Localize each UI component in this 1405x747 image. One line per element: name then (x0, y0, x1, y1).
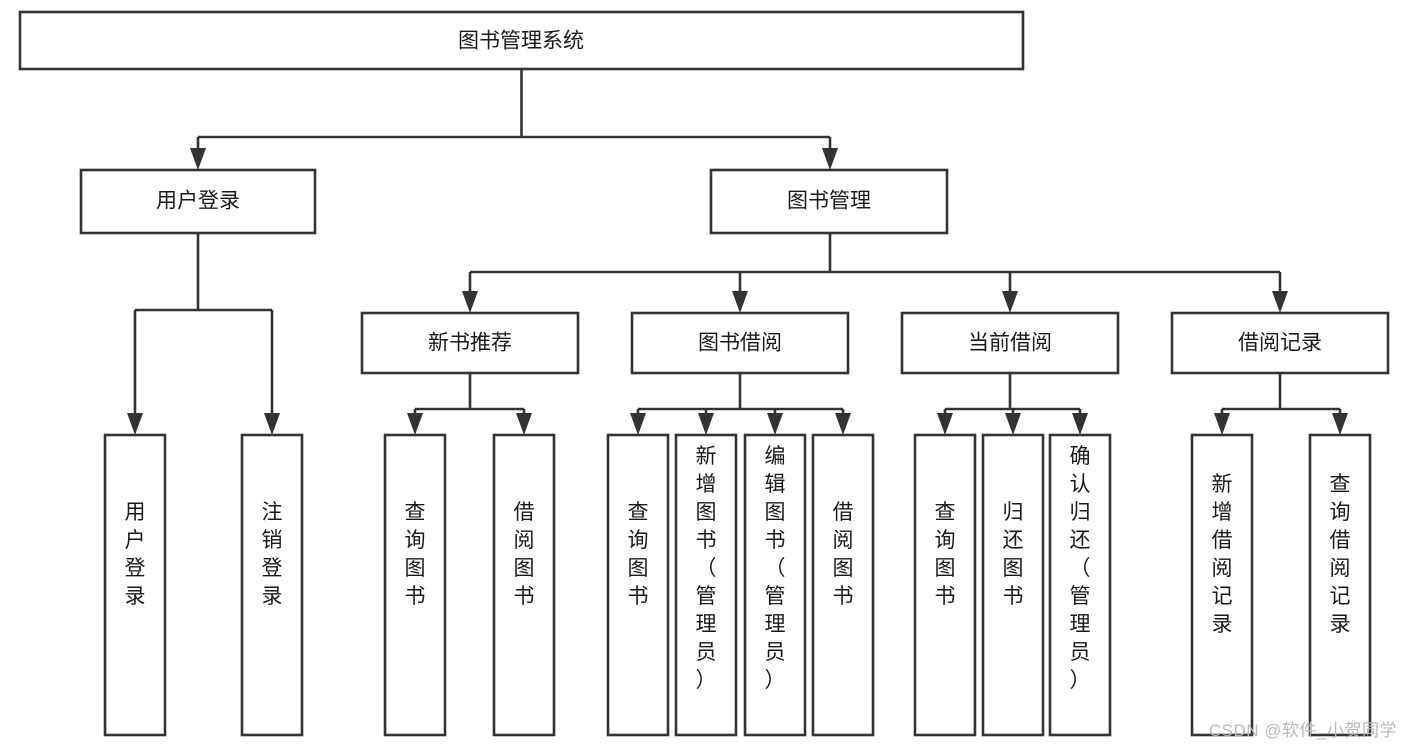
node-label-new-book-recommend: 新书推荐 (428, 332, 512, 355)
csdn-watermark: CSDN @软件_小贺同学 (1208, 721, 1397, 740)
node-label-leaf-query-book-3: 查询图书 (935, 501, 956, 608)
node-borrow-record[interactable]: 借阅记录 (1170, 311, 1390, 375)
arrow-head-leaf-add-record (1214, 413, 1230, 435)
node-box-current-borrow[interactable] (900, 311, 1120, 375)
node-leaf-add-record[interactable]: 新增借阅记录 (1190, 433, 1254, 737)
node-label-borrow-record: 借阅记录 (1238, 332, 1322, 355)
arrow-head-leaf-query-record (1332, 413, 1348, 435)
node-box-borrow-record[interactable] (1170, 311, 1390, 375)
node-label-leaf-edit-book: 编辑图书（管理员） (765, 445, 786, 692)
node-box-new-book-recommend[interactable] (360, 311, 580, 375)
arrow-head-user-login (190, 148, 206, 170)
arrow-head-leaf-borrow-book-2 (835, 413, 851, 435)
node-box-leaf-confirm-return[interactable] (1048, 433, 1112, 737)
node-label-book-borrow: 图书借阅 (698, 332, 782, 355)
connector-group-newbook-to-leaves (407, 373, 532, 435)
arrow-head-leaf-confirm-return (1072, 413, 1088, 435)
node-leaf-return-book[interactable]: 归还图书 (981, 433, 1045, 737)
node-label-leaf-borrow-book-2: 借阅图书 (833, 501, 854, 608)
node-label-leaf-borrow-book-1: 借阅图书 (514, 501, 535, 608)
arrow-head-borrow-record (1272, 291, 1288, 313)
node-label-leaf-add-book: 新增图书（管理员） (696, 445, 717, 692)
node-leaf-edit-book[interactable]: 编辑图书（管理员） (743, 433, 807, 737)
node-leaf-borrow-book-1[interactable]: 借阅图书 (492, 433, 556, 737)
node-book-management[interactable]: 图书管理 (709, 168, 949, 235)
node-box-book-borrow[interactable] (630, 311, 850, 375)
node-leaf-logout-login[interactable]: 注销登录 (240, 433, 304, 737)
arrow-head-leaf-edit-book (767, 413, 783, 435)
node-leaf-add-book[interactable]: 新增图书（管理员） (674, 433, 738, 737)
node-label-leaf-add-record: 新增借阅记录 (1212, 473, 1233, 636)
node-label-leaf-query-record: 查询借阅记录 (1330, 473, 1351, 636)
connector-group-userlogin-to-leaves (127, 233, 280, 435)
node-box-leaf-query-book-3[interactable] (913, 433, 977, 737)
arrow-head-leaf-query-book-3 (937, 413, 953, 435)
node-label-root: 图书管理系统 (458, 30, 584, 53)
connector-group-bookmgmt-to-level3 (462, 233, 1288, 313)
node-label-current-borrow: 当前借阅 (968, 332, 1052, 355)
arrow-head-leaf-query-book-1 (407, 413, 423, 435)
arrow-head-leaf-query-book-2 (630, 413, 646, 435)
node-label-leaf-query-book-1: 查询图书 (405, 501, 426, 608)
node-box-leaf-query-record[interactable] (1308, 433, 1372, 737)
arrow-head-book-borrow (732, 291, 748, 313)
node-leaf-user-login[interactable]: 用户登录 (103, 433, 167, 737)
node-label-leaf-return-book: 归还图书 (1003, 501, 1024, 608)
connector-group-root-to-level2 (190, 69, 838, 170)
connector-group-borrowrecord-to-leaves (1214, 373, 1348, 435)
node-box-book-management[interactable] (709, 168, 949, 235)
node-root-book-management-system[interactable]: 图书管理系统 (18, 10, 1025, 71)
node-leaf-query-book-3[interactable]: 查询图书 (913, 433, 977, 737)
node-label-leaf-logout-login: 注销登录 (262, 501, 283, 608)
node-box-leaf-user-login[interactable] (103, 433, 167, 737)
node-leaf-confirm-return[interactable]: 确认归还（管理员） (1048, 433, 1112, 737)
arrow-head-new-book-recommend (462, 291, 478, 313)
node-box-leaf-borrow-book-2[interactable] (811, 433, 875, 737)
node-leaf-query-book-1[interactable]: 查询图书 (383, 433, 447, 737)
arrow-head-leaf-logout-login (264, 413, 280, 435)
node-box-leaf-query-book-2[interactable] (606, 433, 670, 737)
node-label-user-login: 用户登录 (156, 190, 240, 213)
connector-group-currentborrow-to-leaves (937, 373, 1088, 435)
node-label-leaf-user-login: 用户登录 (125, 501, 146, 608)
node-label-leaf-query-book-2: 查询图书 (628, 501, 649, 608)
arrow-head-book-management (822, 148, 838, 170)
node-leaf-query-record[interactable]: 查询借阅记录 (1308, 433, 1372, 737)
arrow-head-leaf-borrow-book-1 (516, 413, 532, 435)
node-box-leaf-edit-book[interactable] (743, 433, 807, 737)
node-label-book-management: 图书管理 (787, 190, 871, 213)
arrow-head-leaf-return-book (1005, 413, 1021, 435)
node-box-leaf-borrow-book-1[interactable] (492, 433, 556, 737)
arrow-head-leaf-add-book (698, 413, 714, 435)
node-user-login[interactable]: 用户登录 (79, 168, 317, 235)
node-box-leaf-add-book[interactable] (674, 433, 738, 737)
node-box-leaf-return-book[interactable] (981, 433, 1045, 737)
node-box-leaf-query-book-1[interactable] (383, 433, 447, 737)
arrow-head-leaf-user-login (127, 413, 143, 435)
node-current-borrow[interactable]: 当前借阅 (900, 311, 1120, 375)
node-book-borrow[interactable]: 图书借阅 (630, 311, 850, 375)
arrow-head-current-borrow (1002, 291, 1018, 313)
node-box-leaf-add-record[interactable] (1190, 433, 1254, 737)
node-box-user-login[interactable] (79, 168, 317, 235)
connector-group-bookborrow-to-leaves (630, 373, 851, 435)
node-label-leaf-confirm-return: 确认归还（管理员） (1070, 445, 1091, 692)
node-leaf-borrow-book-2[interactable]: 借阅图书 (811, 433, 875, 737)
node-box-root[interactable] (18, 10, 1025, 71)
node-leaf-query-book-2[interactable]: 查询图书 (606, 433, 670, 737)
node-box-leaf-logout-login[interactable] (240, 433, 304, 737)
node-new-book-recommend[interactable]: 新书推荐 (360, 311, 580, 375)
